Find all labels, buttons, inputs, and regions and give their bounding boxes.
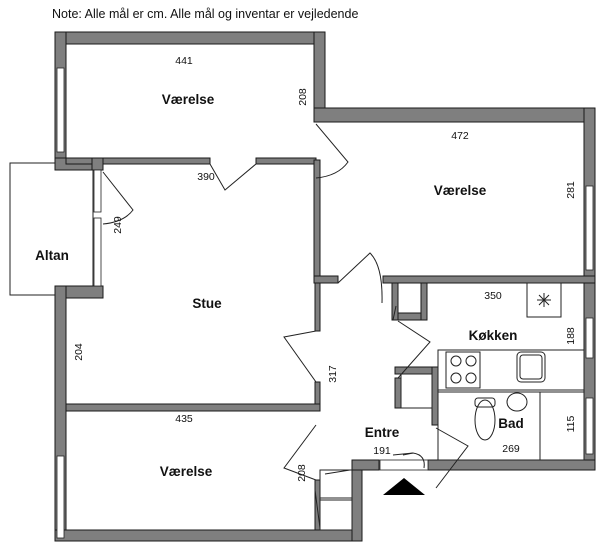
room-label-vaerelse-top-right: Værelse [434,183,487,198]
dim-vaerelse-bottom-width: 435 [175,413,193,425]
dim-entre-height: 317 [327,365,339,383]
closets [319,373,433,531]
dim-stue-width: 390 [197,171,215,183]
sink [516,351,546,383]
room-label-altan: Altan [35,248,69,263]
dim-vaerelse-bottom-height: 208 [296,464,308,482]
walls [54,31,596,542]
windows [56,67,594,539]
room-label-entre: Entre [365,425,400,440]
counter [437,349,585,391]
entrance-arrow-icon [383,478,425,495]
kitchen-fixtures [437,282,585,391]
room-label-bad: Bad [498,416,524,431]
dim-altan-height: 249 [112,216,124,234]
room-label-vaerelse-top-left: Værelse [162,92,215,107]
fridge [526,282,562,318]
dim-bad-width: 269 [502,443,520,455]
dim-bad-height: 115 [565,415,577,432]
dim-entre-width: 191 [373,445,391,457]
dim-vaerelse-top-left-height: 208 [297,88,309,106]
dim-stue-height: 204 [73,343,85,361]
room-label-stue: Stue [192,296,222,311]
dim-koekken-height: 188 [565,327,577,345]
bathroom-fixtures [437,391,585,461]
doors [102,123,469,529]
dim-vaerelse-top-right-height: 281 [565,181,577,199]
dim-koekken-width: 350 [484,290,502,302]
washbasin [506,392,528,412]
plan-note: Note: Alle mål er cm. Alle mål og invent… [52,7,359,21]
room-label-vaerelse-bottom: Værelse [160,464,213,479]
room-label-koekken: Køkken [469,328,518,343]
fan-star-icon [537,293,551,307]
dim-vaerelse-top-left-width: 441 [175,55,193,67]
altan-outline [9,162,94,296]
toilet [474,399,496,441]
dim-vaerelse-top-right-width: 472 [451,130,469,142]
